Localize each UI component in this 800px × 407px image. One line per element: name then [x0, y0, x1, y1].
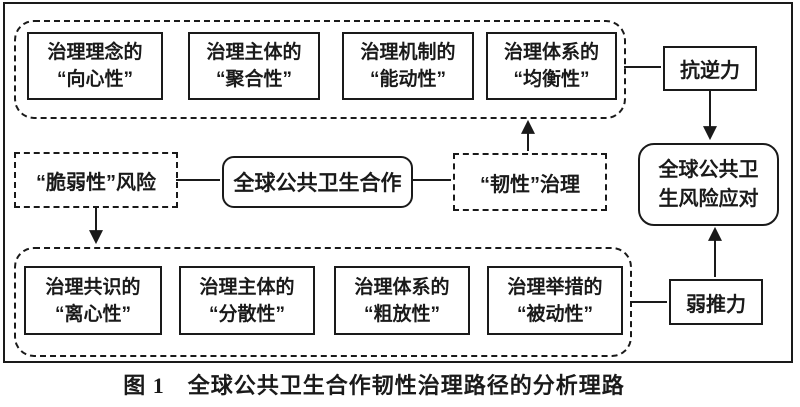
risk-response-line: 生风险应对 — [658, 187, 759, 210]
factor-line: “聚合性” — [215, 69, 292, 90]
factor-line: “粗放性” — [363, 303, 440, 325]
resilience-governance-label: “韧性”治理 — [480, 173, 580, 196]
factor-line: 治理体系的 — [503, 42, 599, 63]
top-factor-box-centripetal: 治理理念的 “向心性” — [27, 32, 163, 100]
vulnerability-risk-label: “脆弱性”风险 — [36, 171, 156, 194]
bottom-factor-box-extensiveness: 治理体系的 “粗放性” — [334, 266, 470, 335]
factor-line: “被动性” — [516, 303, 593, 325]
top-factor-group — [14, 20, 626, 119]
weak-push-force-label: 弱推力 — [686, 293, 746, 316]
vulnerability-risk-box: “脆弱性”风险 — [14, 152, 178, 208]
factor-line: 治理主体的 — [199, 276, 295, 298]
factor-line: “向心性” — [56, 69, 133, 90]
factor-line: 治理理念的 — [47, 42, 143, 63]
global-cooperation-box: 全球公共卫生合作 — [222, 156, 413, 208]
bottom-factor-box-dispersion: 治理主体的 “分散性” — [179, 266, 315, 335]
resistance-force-box: 抗逆力 — [663, 46, 757, 91]
top-factor-box-balance: 治理体系的 “均衡性” — [486, 32, 617, 100]
top-factor-box-cohesion: 治理主体的 “聚合性” — [188, 32, 320, 100]
factor-line: 治理体系的 — [354, 276, 450, 298]
bottom-factor-box-centrifugal: 治理共识的 “离心性” — [24, 266, 162, 335]
risk-response-box: 全球公共卫 生风险应对 — [638, 143, 779, 226]
factor-line: “离心性” — [54, 303, 131, 325]
factor-line: 治理举措的 — [507, 276, 603, 298]
top-factor-box-initiative: 治理机制的 “能动性” — [342, 32, 474, 100]
factor-line: “均衡性” — [513, 69, 590, 90]
risk-response-line: 全球公共卫 — [658, 158, 759, 181]
factor-line: 治理共识的 — [45, 276, 141, 298]
figure-caption: 图 1 全球公共卫生合作韧性治理路径的分析理路 — [123, 373, 625, 398]
bottom-factor-box-passivity: 治理举措的 “被动性” — [487, 266, 623, 335]
factor-line: 治理主体的 — [206, 42, 302, 63]
weak-push-force-box: 弱推力 — [669, 279, 763, 325]
resistance-force-label: 抗逆力 — [680, 60, 740, 82]
global-cooperation-label: 全球公共卫生合作 — [233, 172, 402, 195]
factor-line: “分散性” — [208, 303, 285, 325]
resilience-governance-box: “韧性”治理 — [453, 153, 607, 211]
factor-line: 治理机制的 — [360, 42, 456, 63]
factor-line: “能动性” — [369, 69, 446, 90]
